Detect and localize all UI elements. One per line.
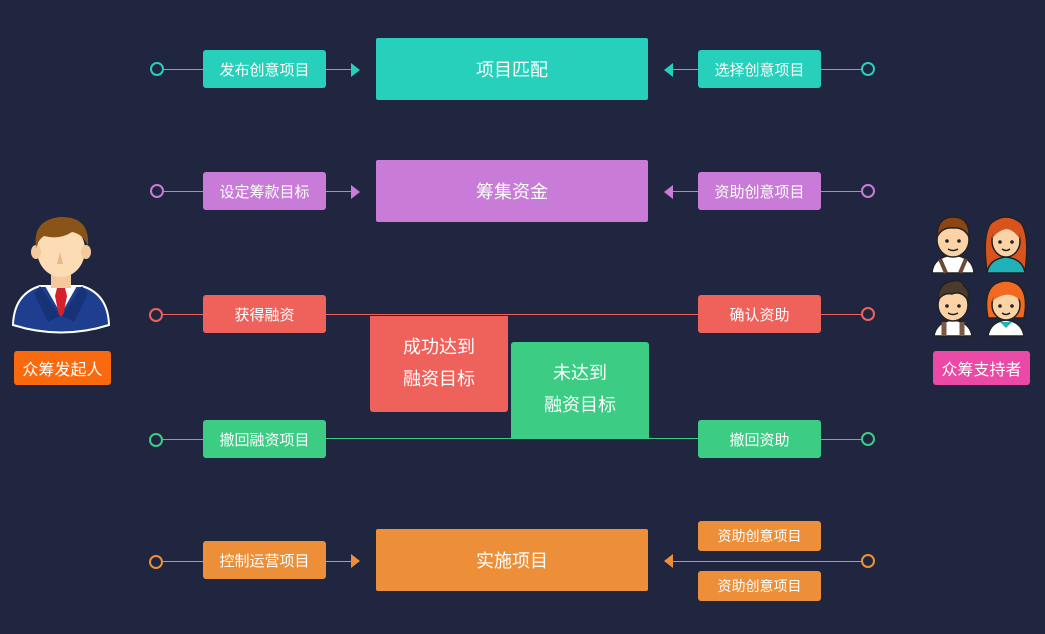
row-match-right-node [861,62,875,76]
row-match-right-tag: 选择创意项目 [698,50,821,88]
row-run-left-tag: 控制运营项目 [203,541,326,579]
row-success-left-connector [162,314,203,315]
row-fail-through-line [326,438,698,439]
row-fund-right-arrow-icon [351,185,360,199]
boy-avatar-icon [933,279,973,337]
outcome-fail-line1: 未达到 [553,363,607,384]
outcome-success-box: 成功达到 融资目标 [370,316,508,412]
row-fail-right-node [861,432,875,446]
businessman-avatar-icon [11,216,111,334]
row-fund-right-tag: 资助创意项目 [698,172,821,210]
row-match-right-arrow-line [672,69,698,70]
initiator-badge: 众筹发起人 [14,351,111,385]
row-success-left-node [149,308,163,322]
row-fund-right-connector [821,191,863,192]
row-success-through-line [326,314,698,315]
stage-run: 实施项目 [376,529,648,591]
outcome-success-line2: 融资目标 [403,369,475,390]
row-fund-left-arrow-line [326,191,352,192]
row-run-left-arrow-icon [664,554,673,568]
row-fund-left-arrow-icon [664,185,673,199]
row-fail-left-connector [162,439,203,440]
row-match-left-arrow-icon [664,63,673,77]
row-fund-right-node [861,184,875,198]
outcome-fail-line2: 融资目标 [544,395,616,416]
row-match-left-connector [163,69,203,70]
outcome-success-line1: 成功达到 [403,337,475,358]
supporter-badge: 众筹支持者 [933,351,1030,385]
girl-avatar-icon [985,280,1027,337]
row-match-left-arrow-line [326,69,352,70]
row-fund-left-node [150,184,164,198]
row-fail-left-node [149,433,163,447]
row-run-right-bottom-tag: 资助创意项目 [698,571,821,601]
stage-match: 项目匹配 [376,38,648,100]
outcome-fail-box: 未达到 融资目标 [511,342,649,438]
row-run-right-line [672,561,863,562]
row-run-right-node [861,554,875,568]
woman-avatar-icon [984,216,1028,274]
row-fund-left-tag: 设定筹款目标 [203,172,326,210]
row-success-left-tag: 获得融资 [203,295,326,333]
man-avatar-icon [931,216,975,274]
row-match-right-arrow-icon [351,63,360,77]
row-fund-right-arrow-line [672,191,698,192]
row-run-right-arrow-icon [351,554,360,568]
row-run-left-arrow-line [326,561,352,562]
row-match-left-tag: 发布创意项目 [203,50,326,88]
row-success-right-tag: 确认资助 [698,295,821,333]
row-success-right-node [861,307,875,321]
row-match-left-node [150,62,164,76]
row-success-right-connector [821,314,863,315]
row-match-right-connector [821,69,863,70]
row-run-left-connector [162,561,203,562]
row-fail-right-tag: 撤回资助 [698,420,821,458]
row-fund-left-connector [163,191,203,192]
stage-fund: 筹集资金 [376,160,648,222]
row-run-right-top-tag: 资助创意项目 [698,521,821,551]
row-fail-left-tag: 撤回融资项目 [203,420,326,458]
row-fail-right-connector [821,439,863,440]
row-run-left-node [149,555,163,569]
